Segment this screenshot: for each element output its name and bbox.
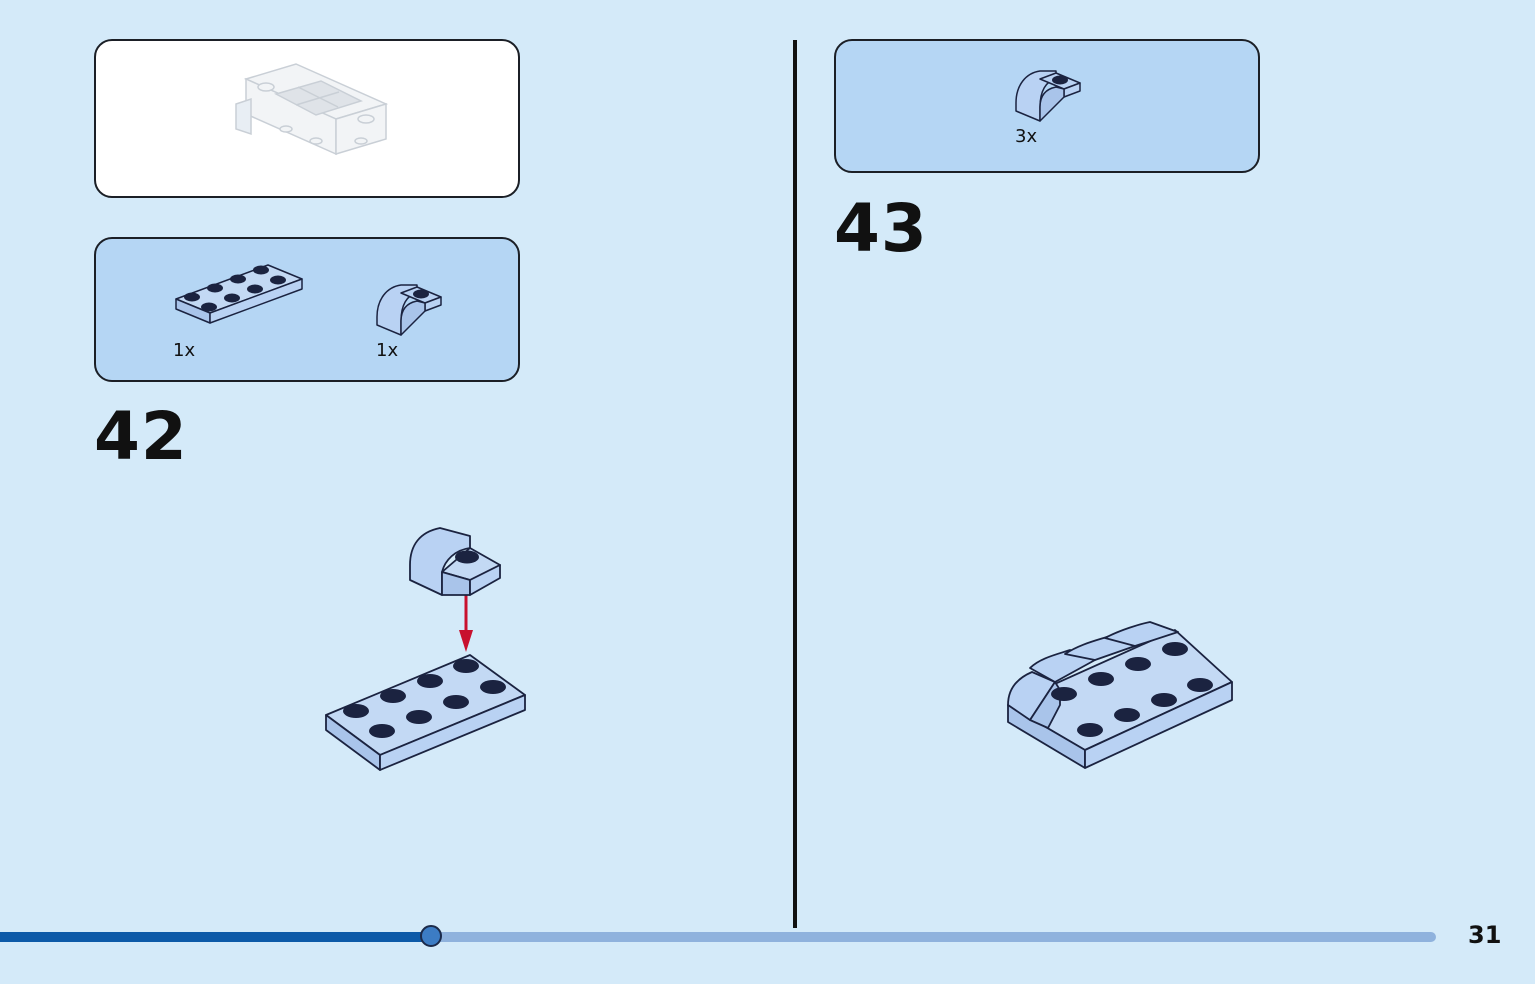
progress-fill [0, 932, 431, 942]
page-number: 31 [1468, 921, 1502, 949]
step-number-42: 42 [94, 398, 188, 475]
parts-list-step-43: 3x [834, 39, 1260, 173]
curved-slope-icon [376, 284, 442, 336]
submodel-callout [94, 39, 520, 198]
page-divider [793, 40, 797, 928]
step-42-assembly-illustration [325, 527, 526, 771]
part-quantity: 1x [173, 340, 196, 361]
parts-list-step-42: 1x 1x [94, 237, 520, 382]
plate-2x4-icon [175, 264, 303, 324]
progress-track [0, 932, 1436, 942]
progress-knob[interactable] [420, 925, 442, 947]
part-quantity: 3x [1015, 126, 1038, 147]
step-number-43: 43 [834, 190, 928, 267]
step-43-assembly-illustration [1007, 621, 1233, 769]
curved-slope-icon [1015, 70, 1081, 122]
submodel-preview-icon [235, 63, 389, 156]
part-quantity: 1x [376, 340, 399, 361]
